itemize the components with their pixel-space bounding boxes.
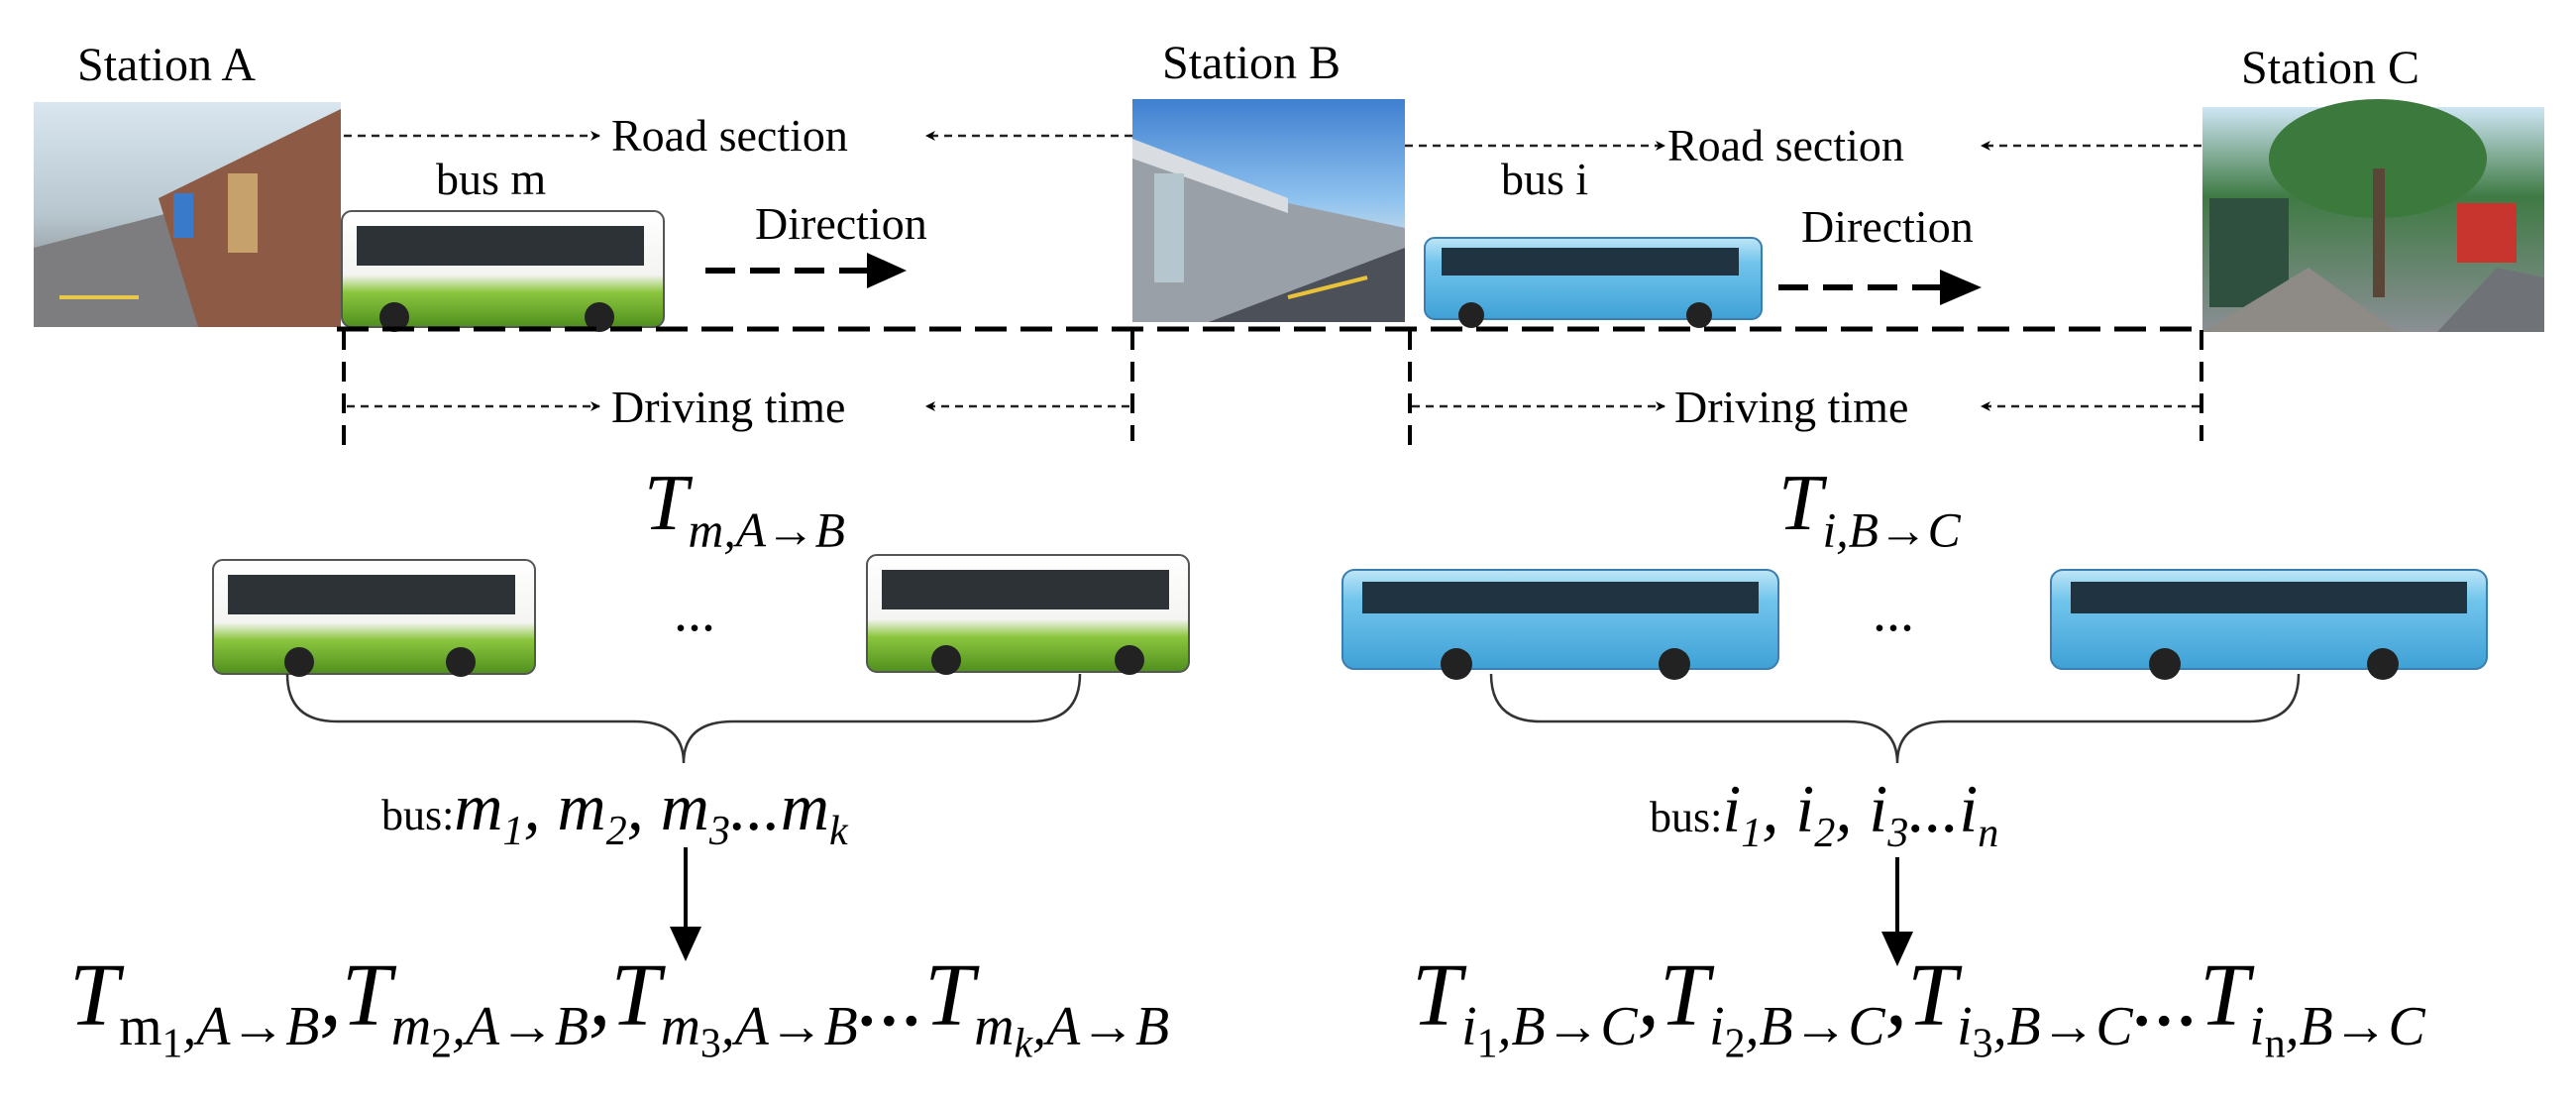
road-section-label-bc: Road section [1667, 120, 1904, 170]
direction-label-bc: Direction [1801, 201, 1974, 252]
bus-m-label: bus m [436, 154, 547, 204]
driving-time-list-ab: Tm1,A→B,Tm2,A→B,Tm3,A→B...Tmk,A→B [69, 946, 1170, 1067]
driving-time-symbol-bc: Ti,B→C [1778, 460, 1961, 558]
driving-time-label-ab: Driving time [611, 382, 846, 432]
bus-list-i-symbols: i1, i2, i3...in [1722, 771, 1999, 856]
bus-list-m: bus:m1, m2, m3...mk [381, 773, 848, 852]
station-a-photo [34, 102, 341, 327]
bus-m-image [341, 210, 665, 332]
direction-arrowhead-bc [1940, 270, 1982, 305]
bus-i-1-image [1342, 569, 1779, 680]
bus-i-image [1424, 237, 1763, 328]
bus-m-k-image [866, 554, 1190, 675]
driving-time-symbol-ab: Tm,A→B [644, 460, 845, 558]
direction-label-ab: Direction [755, 198, 927, 249]
bus-i-n-image [2050, 569, 2488, 680]
down-arrow-right [1881, 857, 1913, 966]
bus-list-prefix: bus: [1650, 793, 1723, 841]
station-a-label: Station A [77, 39, 257, 91]
bus-i-label: bus i [1501, 154, 1589, 204]
ellipsis-i-buses: ... [1873, 582, 1914, 643]
bus-list-prefix: bus: [381, 791, 455, 839]
road-section-label-ab: Road section [611, 110, 848, 161]
ellipsis-m-buses: ... [674, 582, 715, 643]
driving-time-label-bc: Driving time [1674, 382, 1909, 432]
station-c-photo [2202, 99, 2544, 332]
direction-arrowhead-ab [867, 253, 907, 288]
station-c-label: Station C [2241, 42, 2420, 94]
down-arrow-left [670, 847, 701, 961]
direction-arrows [705, 268, 1942, 290]
driving-time-list-bc: Ti1,B→C,Ti2,B→C,Ti3,B→C...Tin,B→C [1412, 946, 2425, 1067]
bus-m-1-image [212, 559, 536, 677]
bus-list-m-symbols: m1, m2, m3...mk [454, 769, 848, 854]
station-b-photo [1132, 99, 1405, 322]
brace-m-buses [285, 673, 1082, 764]
brace-i-buses [1489, 673, 2301, 764]
station-b-label: Station B [1162, 37, 1342, 89]
bus-list-i: bus:i1, i2, i3...in [1650, 775, 1998, 854]
segment-boundaries [342, 330, 2203, 451]
